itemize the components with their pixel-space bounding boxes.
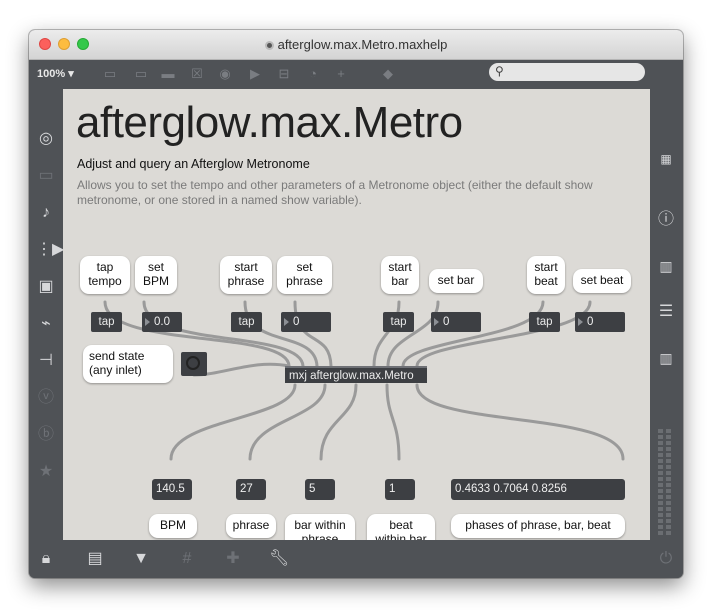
patch-cord — [385, 383, 401, 461]
patch-cord — [386, 300, 440, 368]
tap-phrase-button[interactable]: tap — [231, 312, 262, 332]
bandcamp-icon[interactable]: ⓑ — [37, 426, 54, 443]
beat-within-bar-output[interactable]: 1 — [385, 479, 415, 500]
reference-book-icon[interactable]: ▥ — [659, 350, 673, 366]
number-triangle-icon — [145, 318, 150, 326]
patch-cord — [192, 362, 291, 377]
bottom-toolbar: 🔒︎ ▤ ▼ # ✚ 🔧︎ ⏻ — [29, 540, 683, 578]
object-box-icon[interactable]: ▭ — [103, 66, 117, 81]
number-triangle-icon — [284, 318, 289, 326]
patch-subtitle: Adjust and query an Afterglow Metronome — [77, 157, 310, 171]
music-note-icon[interactable]: ♪ — [42, 204, 50, 221]
patch-description: Allows you to set the tempo and other pa… — [77, 178, 593, 207]
close-window-button[interactable] — [39, 38, 51, 50]
tap-bar-button[interactable]: tap — [383, 312, 414, 332]
tap-tempo-button[interactable]: tap — [91, 312, 122, 332]
toolbar: 100% ▾ ▭ ▭ ▬ ☒ ◉ ▶ ⊟ ◔ + ◆ ⚲ — [29, 60, 683, 89]
search-field[interactable]: ⚲ — [489, 63, 645, 81]
patch-cord — [319, 383, 358, 461]
presentation-icon[interactable]: ▤ — [87, 550, 103, 567]
paint-bucket-icon[interactable]: ◆ — [383, 66, 393, 81]
phases-output-label: phases of phrase, bar, beat — [451, 514, 625, 538]
mxj-metro-object[interactable]: mxj afterglow.max.Metro — [285, 366, 427, 383]
vimeo-icon[interactable]: ⓥ — [37, 389, 54, 406]
power-icon[interactable]: ⏻ — [659, 550, 673, 567]
dial-icon[interactable]: ◔ — [309, 66, 317, 81]
comment-icon[interactable]: ▬ — [161, 66, 175, 81]
image-icon[interactable]: ▣ — [38, 278, 54, 295]
phrase-number-box[interactable]: 0 — [281, 312, 331, 332]
send-state-button[interactable] — [181, 352, 207, 376]
message-box-icon[interactable]: ▭ — [134, 66, 148, 81]
start-beat-label: start beat — [527, 256, 565, 294]
search-icon: ⚲ — [495, 64, 504, 78]
patch-cord — [372, 300, 401, 368]
toggle-icon[interactable]: ☒ — [191, 66, 203, 81]
paperclip-icon[interactable]: ⌁ — [41, 315, 51, 332]
phases-output[interactable]: 0.4633 0.7064 0.8256 — [451, 479, 625, 500]
add-object-icon[interactable]: ✚ — [226, 550, 240, 567]
bpm-output-label: BPM — [149, 514, 197, 538]
tap-tempo-label: tap tempo — [80, 256, 130, 294]
book-icon[interactable]: ▥ — [659, 258, 673, 274]
tap-beat-button[interactable]: tap — [529, 312, 560, 332]
right-sidebar: ▦ ⓘ ▥ ☰ ▥ — [651, 89, 683, 540]
bang-icon — [186, 356, 200, 370]
button-object-icon[interactable]: ◉ — [219, 66, 231, 81]
start-bar-label: start bar — [381, 256, 419, 294]
send-state-label: send state (any inlet) — [83, 345, 173, 383]
star-icon[interactable]: ★ — [38, 463, 54, 480]
step-sequencer-icon[interactable]: ⋮▶ — [36, 241, 65, 258]
list-icon[interactable]: ☰ — [658, 303, 674, 320]
info-icon[interactable]: ⓘ — [657, 211, 674, 228]
bar-within-phrase-output[interactable]: 5 — [305, 479, 335, 500]
patch-cord — [415, 383, 625, 461]
number-triangle-icon — [434, 318, 439, 326]
set-bar-label: set bar — [429, 269, 483, 293]
grid-toggle-icon[interactable]: # — [182, 550, 192, 567]
patch-cord — [169, 383, 297, 461]
beat-number-box[interactable]: 0 — [575, 312, 625, 332]
level-meter — [658, 429, 676, 537]
start-phrase-label: start phrase — [220, 256, 272, 294]
bpm-number-box[interactable]: 0.0 — [142, 312, 182, 332]
set-beat-label: set beat — [573, 269, 631, 293]
lock-icon[interactable]: 🔒︎ — [41, 550, 51, 567]
bpm-output[interactable]: 140.5 — [152, 479, 192, 500]
left-sidebar: ◎ ▭ ♪ ⋮▶ ▣ ⌁ ⊣ ⓥ ⓑ ★ — [29, 89, 65, 540]
number-triangle-icon — [578, 318, 583, 326]
wrench-icon[interactable]: 🔧︎ — [269, 550, 290, 567]
add-icon[interactable]: + — [337, 66, 345, 81]
zoom-menu[interactable]: 100% ▾ — [37, 68, 74, 80]
present-mode-icon[interactable]: ▼ — [133, 550, 149, 567]
grid-icon[interactable]: ▦ — [660, 152, 672, 166]
window-title: afterglow.max.Metro.maxhelp — [29, 37, 683, 52]
keyboard-icon[interactable]: ▭ — [38, 167, 54, 184]
max-help-window: afterglow.max.Metro.maxhelp 100% ▾ ▭ ▭ ▬… — [29, 30, 683, 578]
set-phrase-label: set phrase — [277, 256, 332, 294]
patch-title: afterglow.max.Metro — [76, 98, 463, 147]
phrase-output[interactable]: 27 — [236, 479, 266, 500]
zoom-window-button[interactable] — [77, 38, 89, 50]
target-icon[interactable]: ◎ — [39, 130, 53, 147]
document-icon — [264, 41, 274, 50]
beat-within-bar-label: beat within bar — [367, 514, 435, 540]
number-box-icon[interactable]: ▶ — [250, 66, 260, 81]
bar-within-phrase-label: bar within phrase — [285, 514, 355, 540]
slider-icon[interactable]: ⊟ — [278, 66, 290, 81]
patcher-canvas[interactable]: afterglow.max.Metro Adjust and query an … — [63, 89, 650, 540]
patch-cord — [248, 383, 327, 461]
phrase-output-label: phrase — [226, 514, 276, 538]
plug-icon[interactable]: ⊣ — [39, 352, 53, 369]
bar-number-box[interactable]: 0 — [431, 312, 481, 332]
minimize-window-button[interactable] — [58, 38, 70, 50]
title-bar[interactable]: afterglow.max.Metro.maxhelp — [29, 30, 683, 60]
set-bpm-label: set BPM — [135, 256, 177, 294]
